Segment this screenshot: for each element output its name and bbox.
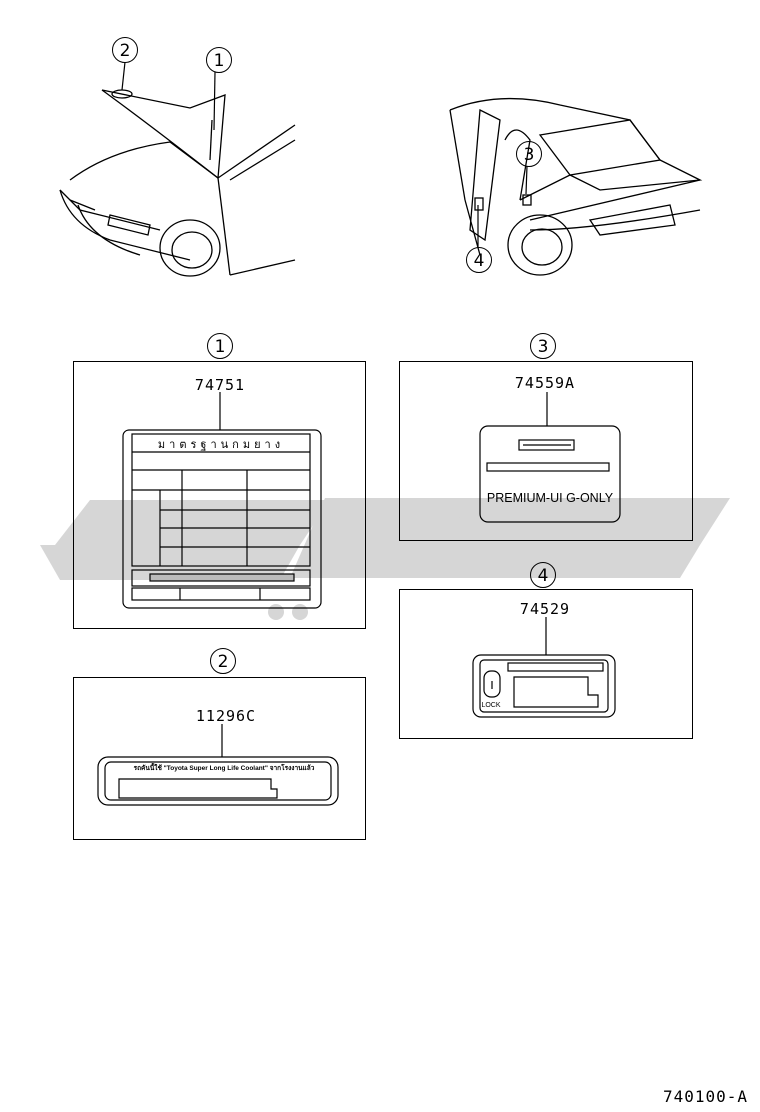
- label-box-74559A: [399, 361, 693, 541]
- callout-4-box: 4: [530, 562, 556, 588]
- lock-label-74529: [472, 617, 616, 718]
- coolant-label-text: รถคันนี้ใช้ "Toyota Super Long Life Cool…: [133, 765, 315, 772]
- fuel-label-text: PREMIUM-UI G-ONLY: [486, 491, 614, 505]
- callout-4-top: 4: [466, 247, 492, 273]
- callout-2-box: 2: [210, 648, 236, 674]
- callout-3-top: 3: [516, 141, 542, 167]
- coolant-label-11296C: [97, 724, 339, 806]
- label-box-11296C: [73, 677, 366, 840]
- lock-text: LOCK: [481, 702, 501, 709]
- tire-label-74751: [122, 392, 322, 609]
- callout-3-box: 3: [530, 333, 556, 359]
- part-number-74559A: 74559A: [514, 374, 576, 392]
- label-box-74529: [399, 589, 693, 739]
- callout-1-top: 1: [206, 47, 232, 73]
- part-number-11296C: 11296C: [195, 707, 257, 725]
- callout-2-top: 2: [112, 37, 138, 63]
- front-car-illustration: [59, 89, 296, 277]
- leader-4-top: [477, 205, 479, 247]
- diagram-code: 740100-A: [662, 1087, 748, 1106]
- rear-car-illustration: [449, 97, 703, 276]
- part-number-74751: 74751: [194, 376, 246, 394]
- part-number-74529: 74529: [519, 600, 571, 618]
- callout-1-box: 1: [207, 333, 233, 359]
- tire-label-title-thai: มาตรฐานกมยาง: [157, 438, 285, 451]
- label-box-74751: [73, 361, 366, 629]
- leader-2-top: [121, 62, 126, 91]
- fuel-label-74559A: [479, 392, 621, 523]
- leader-3-top: [525, 166, 528, 195]
- leader-1-top: [213, 72, 216, 131]
